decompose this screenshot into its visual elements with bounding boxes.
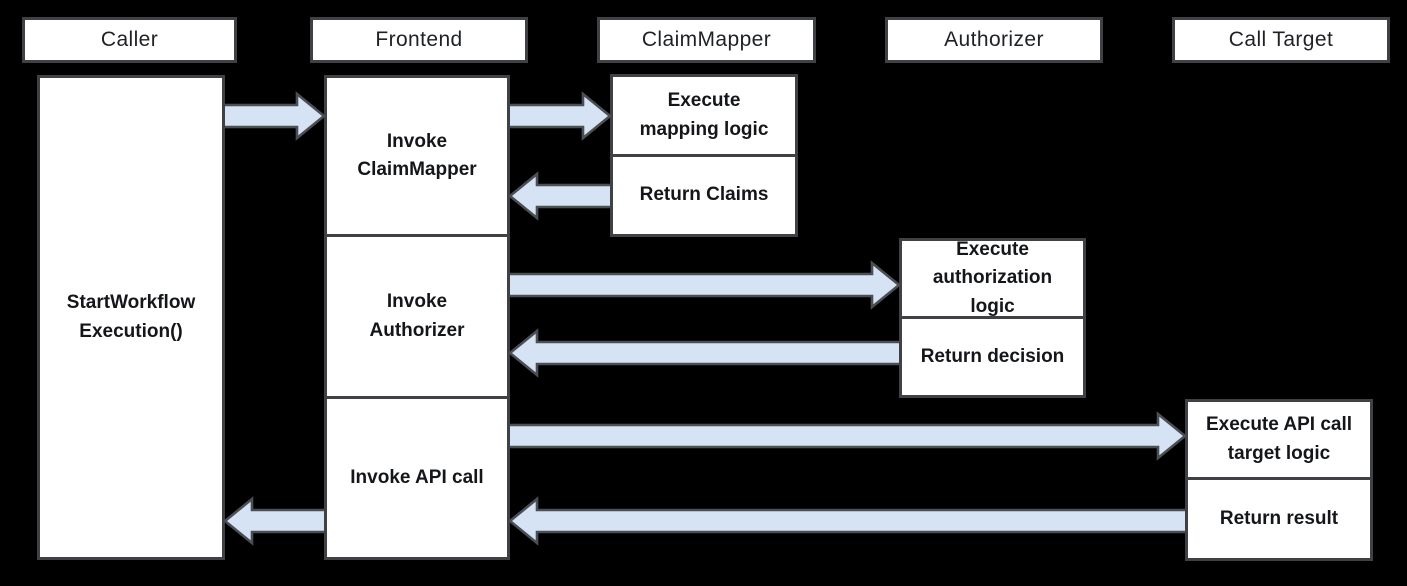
activation-invoke-api-call: Invoke API call: [324, 396, 510, 560]
lifeline-header-frontend: Frontend: [310, 17, 528, 63]
lifeline-label: Call Target: [1228, 28, 1334, 51]
activation-label: Execute mapping logic: [639, 90, 769, 140]
activation-label: Invoke ClaimMapper: [357, 130, 477, 181]
activation-return-claims: Return Claims: [610, 154, 798, 237]
activation-label: Return decision: [920, 345, 1065, 367]
message-arrow-claimmapper-to-frontend: [507, 171, 610, 221]
lifeline-label: Caller: [100, 28, 159, 51]
activation-label: Execute API call target logic: [1205, 414, 1353, 464]
message-arrow-call-target-to-frontend: [507, 496, 1185, 546]
lifeline-label: ClaimMapper: [641, 28, 772, 51]
lifeline-label: Authorizer: [944, 28, 1044, 51]
activation-label: StartWorkflow Execution(): [66, 292, 196, 342]
activation-label: Invoke Authorizer: [369, 291, 465, 341]
message-arrow-frontend-to-call-target: [510, 411, 1188, 461]
activation-invoke-claimmapper: Invoke ClaimMapper: [324, 75, 510, 237]
lifeline-label: Frontend: [375, 28, 463, 51]
lifeline-header-claimmapper: ClaimMapper: [597, 17, 816, 63]
activation-label: Return Claims: [639, 184, 769, 206]
activation-execute-api-call-target-logic: Execute API call target logic: [1185, 399, 1373, 480]
message-arrow-caller-to-frontend: [225, 91, 327, 141]
activation-return-result: Return result: [1185, 477, 1373, 561]
message-arrow-frontend-to-claimmapper: [510, 91, 613, 141]
activation-start-workflow-execution: StartWorkflow Execution(): [37, 75, 225, 560]
activation-execute-authorization-logic: Execute authorization logic: [899, 238, 1086, 319]
activation-label: Invoke API call: [350, 466, 484, 488]
lifeline-header-call-target: Call Target: [1172, 17, 1390, 63]
message-arrow-authorizer-to-frontend: [507, 328, 899, 378]
activation-label: Return result: [1219, 507, 1339, 529]
message-arrow-frontend-to-authorizer: [510, 260, 902, 310]
lifeline-header-caller: Caller: [22, 17, 237, 63]
lifeline-header-authorizer: Authorizer: [885, 17, 1103, 63]
message-arrow-frontend-to-caller: [222, 496, 324, 546]
activation-label: Execute authorization logic: [932, 238, 1053, 317]
activation-execute-mapping-logic: Execute mapping logic: [610, 74, 798, 157]
activation-return-decision: Return decision: [899, 316, 1086, 398]
activation-invoke-authorizer: Invoke Authorizer: [324, 234, 510, 399]
